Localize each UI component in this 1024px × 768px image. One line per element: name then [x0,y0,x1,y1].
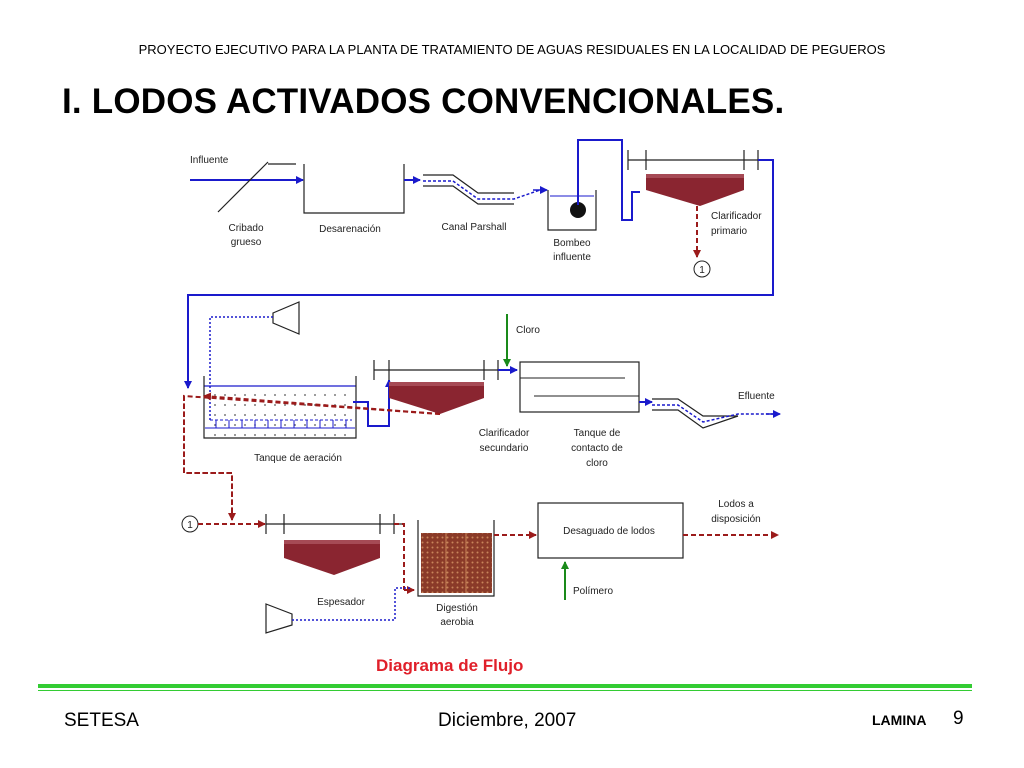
thickener [265,514,415,594]
label-cribado-1: Cribado [228,223,263,234]
diagram-caption: Diagrama de Flujo [376,656,524,675]
label-clarif-prim-1: Clarificador [711,211,762,222]
label-clarif-sec-1: Clarificador [479,428,530,439]
influent-pump [547,139,640,231]
label-espesador: Espesador [317,597,365,608]
thickener-blower [265,587,412,634]
connector-label-1: 1 [699,265,705,276]
label-cloro: Cloro [516,325,540,336]
label-digestion-1: Digestión [436,603,478,614]
effluent-flume [652,398,781,429]
label-influente: Influente [190,155,229,166]
label-clarif-prim-2: primario [711,226,748,237]
footer-date: Diciembre, 2007 [438,710,577,731]
label-tanque-aeracion: Tanque de aeración [254,453,342,464]
sludge-connector-1: 1 [181,515,266,533]
primary-clarifier: 1 [184,150,774,389]
coarse-screen [217,161,296,213]
parshall-flume [423,174,548,205]
blower-icon [265,603,293,634]
footer-lamina-label: LAMINA [872,712,927,728]
footer-page-number: 9 [953,708,964,729]
label-desaguado: Desaguado de lodos [563,526,655,537]
grit-chamber [303,164,421,214]
label-digestion-2: aerobia [440,617,474,628]
chlorine-contact-tank [519,361,653,413]
label-canal-parshall: Canal Parshall [441,222,506,233]
footer-divider-thick [38,684,972,688]
label-lodos-1: Lodos a [718,499,754,510]
footer-org: SETESA [64,710,139,731]
secondary-clarifier [183,360,518,521]
sludge-dewatering [537,502,779,559]
label-lodos-2: disposición [711,514,760,525]
label-efluente: Efluente [738,391,775,402]
label-cribado-2: grueso [231,237,262,248]
aeration-blower [209,301,300,420]
project-header: PROYECTO EJECUTIVO PARA LA PLANTA DE TRA… [138,42,886,57]
blower-icon [272,301,300,335]
label-contacto-1: Tanque de [574,428,621,439]
label-clarif-sec-2: secundario [480,443,529,454]
pump-icon [570,202,586,218]
label-contacto-3: cloro [586,458,608,469]
connector-label-2: 1 [187,520,193,531]
label-polimero: Polímero [573,586,613,597]
footer-divider-thin [38,690,972,691]
aeration-tank [203,376,393,439]
label-contacto-2: contacto de [571,443,623,454]
label-bombeo-2: influente [553,252,591,263]
label-bombeo-1: Bombeo [553,238,591,249]
aerobic-digester [417,520,537,597]
label-desarenacion: Desarenación [319,224,381,235]
section-title: I. LODOS ACTIVADOS CONVENCIONALES. [62,82,785,121]
